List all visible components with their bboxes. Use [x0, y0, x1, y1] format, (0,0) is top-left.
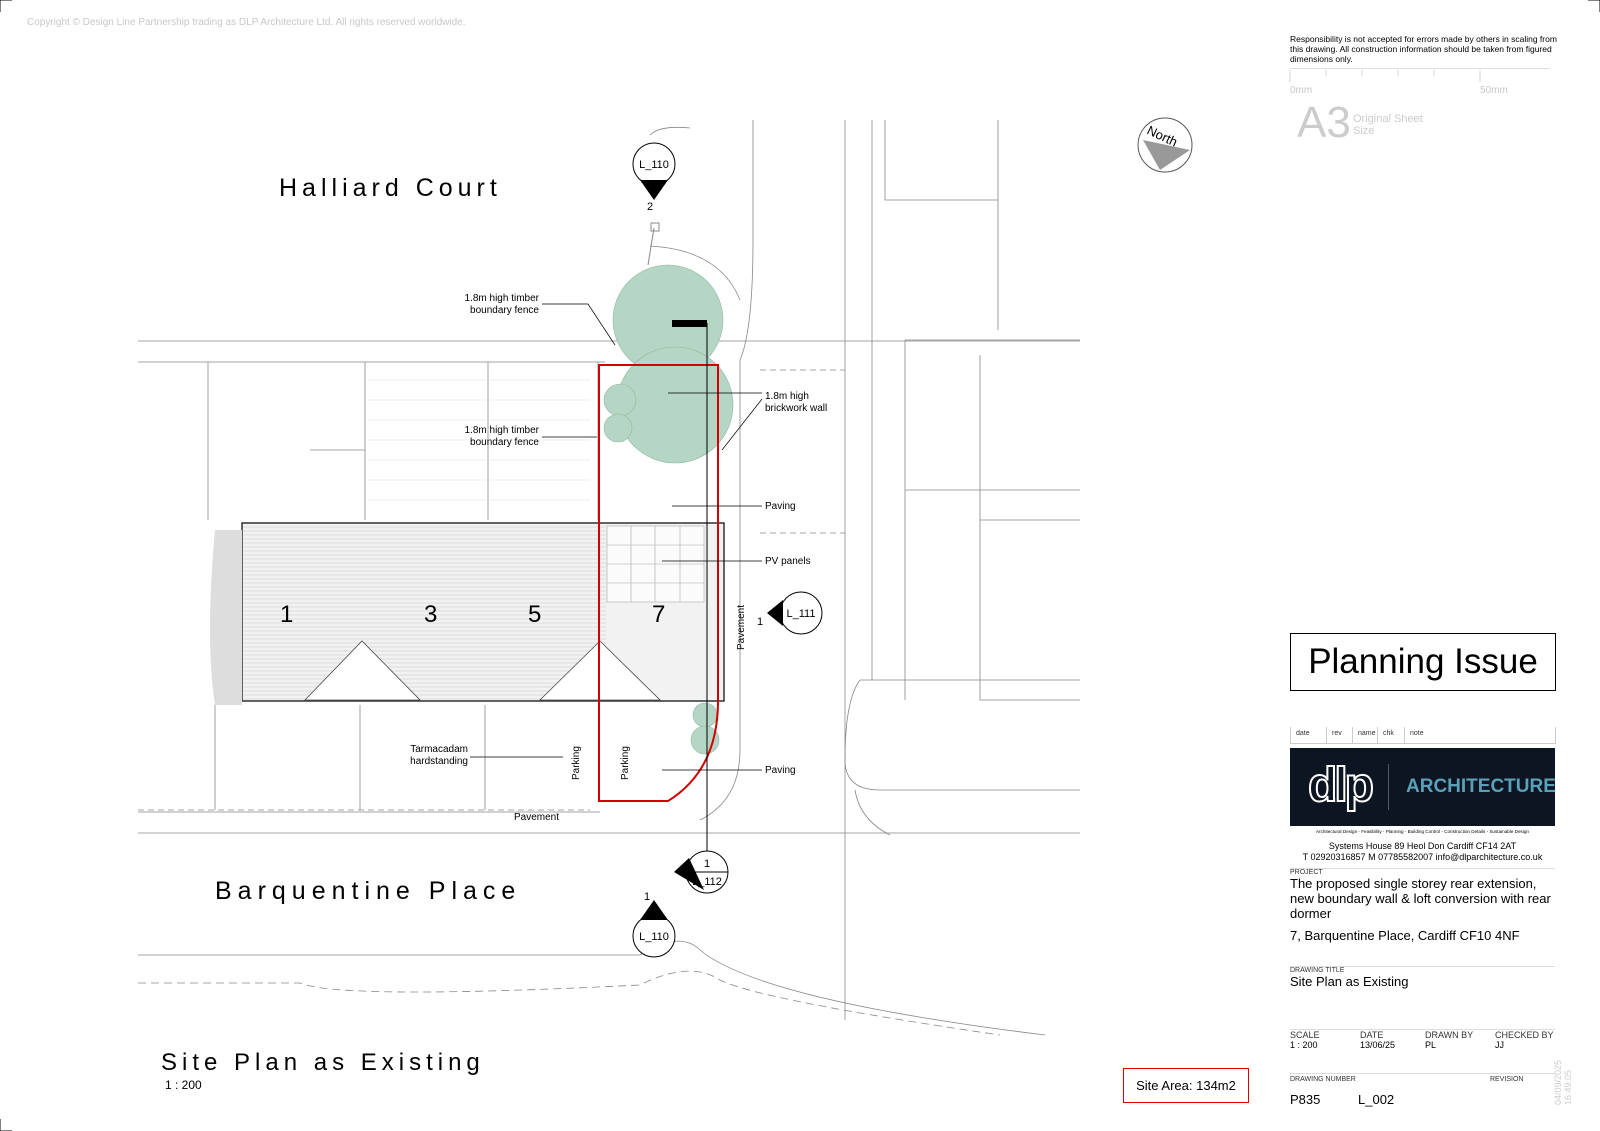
- street-barquentine-place: Barquentine Place: [215, 877, 521, 905]
- date-label: DATE: [1360, 1030, 1384, 1040]
- rev-header: rev: [1327, 727, 1353, 743]
- drawing-meta: SCALE DATE DRAWN BY CHECKED BY 1 : 200 1…: [1290, 1029, 1555, 1050]
- drawing-title-value: Site Plan as Existing: [1290, 974, 1409, 989]
- status-badge: Planning Issue: [1290, 633, 1556, 691]
- tree: [603, 264, 734, 755]
- checked-label: CHECKED BY: [1495, 1030, 1554, 1040]
- site-boundary: [598, 364, 719, 802]
- site-area: Site Area: 134m2: [1123, 1068, 1249, 1103]
- revision-table: date rev name chk note: [1290, 727, 1556, 744]
- svg-text:1: 1: [704, 858, 710, 870]
- logo-text: ARCHITECTURE: [1406, 776, 1556, 797]
- label-tarmac: Tarmacadam: [410, 744, 468, 755]
- svg-text:L_110: L_110: [639, 931, 669, 943]
- section-marker: L_110 1: [632, 891, 676, 958]
- project-section: PROJECT The proposed single storey rear …: [1290, 868, 1555, 943]
- svg-text:L_110: L_110: [639, 159, 669, 171]
- house-number: 7: [652, 601, 665, 628]
- label-paving: Paving: [765, 765, 796, 776]
- project-label: PROJECT: [1290, 869, 1323, 876]
- address: Systems House 89 Heol Don Cardiff CF14 2…: [1328, 841, 1517, 851]
- house-number: 1: [280, 601, 293, 628]
- project-description: The proposed single storey rear extensio…: [1290, 876, 1551, 921]
- label-fence: boundary fence: [470, 305, 539, 316]
- sheet-number: L_002: [1358, 1092, 1395, 1107]
- company-address: Systems House 89 Heol Don Cardiff CF14 2…: [1290, 841, 1555, 863]
- house-number: 3: [424, 601, 437, 628]
- date-value: 13/06/25: [1360, 1040, 1396, 1050]
- street-halliard-court: Halliard Court: [279, 174, 502, 202]
- scale-bar: 0mm 50mm: [1290, 68, 1550, 96]
- label-fence: 1.8m high timber: [465, 293, 540, 304]
- label-pv-panels: PV panels: [765, 556, 811, 567]
- drawing-number-label: DRAWING NUMBER: [1290, 1076, 1356, 1083]
- sheet-size-label: Original Sheet Size: [1353, 113, 1423, 137]
- section-marker: L_111 1: [757, 591, 823, 635]
- label-parking: Parking: [620, 746, 631, 780]
- project-number: P835: [1290, 1092, 1321, 1107]
- svg-text:1: 1: [757, 616, 763, 628]
- north-arrow: North: [1137, 117, 1193, 173]
- print-timestamp: 04/09/2025 16:49:05: [1553, 1059, 1573, 1105]
- site-address: 7, Barquentine Place, Cardiff CF10 4NF: [1290, 928, 1520, 943]
- section-marker: 1 L_112: [674, 850, 729, 894]
- svg-text:2: 2: [647, 201, 653, 213]
- label-parking: Parking: [571, 746, 582, 780]
- svg-text:L_111: L_111: [787, 608, 816, 620]
- pv-panels: [606, 525, 705, 603]
- label-brick-wall: 1.8m high: [765, 391, 809, 402]
- label-pavement-side: Pavement: [736, 605, 747, 650]
- dlp-logo: dlp ARCHITECTURE: [1290, 748, 1556, 826]
- label-brick-wall: brickwork wall: [765, 403, 827, 414]
- rev-header: chk: [1378, 727, 1405, 743]
- section-marker: L_110 2: [632, 142, 676, 213]
- scale-bar-start: 0mm: [1290, 85, 1313, 96]
- drawing-title-section: DRAWING TITLE Site Plan as Existing: [1290, 966, 1555, 989]
- scale-value: 1 : 200: [1290, 1040, 1318, 1050]
- sheet-size: A3: [1297, 98, 1351, 147]
- rev-header: name: [1353, 727, 1378, 743]
- label-tarmac: hardstanding: [410, 756, 468, 767]
- checked-value: JJ: [1495, 1040, 1504, 1050]
- scale-label: SCALE: [1290, 1030, 1320, 1040]
- drawing-number-section: DRAWING NUMBER REVISION P835 L_002: [1290, 1073, 1555, 1114]
- rev-header: note: [1410, 730, 1424, 737]
- scale-bar-end: 50mm: [1480, 85, 1508, 96]
- label-pavement-bottom: Pavement: [514, 812, 559, 823]
- drawing-title-label: DRAWING TITLE: [1290, 967, 1345, 974]
- tagline: Architectural Design - Feasibility - Pla…: [1316, 829, 1529, 834]
- drawn-label: DRAWN BY: [1425, 1030, 1474, 1040]
- logo-mark: dlp: [1307, 758, 1375, 813]
- contact: T 02920316857 M 07785582007 info@dlparch…: [1302, 852, 1543, 862]
- rev-header: date: [1291, 727, 1327, 743]
- house-number: 5: [528, 601, 541, 628]
- revision-label: REVISION: [1490, 1076, 1524, 1083]
- drawn-value: PL: [1425, 1040, 1437, 1050]
- disclaimer: Responsibility is not accepted for error…: [1290, 34, 1557, 64]
- drawing-title: Site Plan as Existing: [161, 1049, 485, 1076]
- svg-text:L_112: L_112: [692, 876, 722, 888]
- drawing-scale: 1 : 200: [165, 1078, 202, 1092]
- copyright-notice: Copyright © Design Line Partnership trad…: [27, 17, 466, 28]
- label-fence: boundary fence: [470, 437, 539, 448]
- label-fence: 1.8m high timber: [465, 425, 540, 436]
- svg-text:1: 1: [644, 891, 650, 903]
- label-paving: Paving: [765, 501, 796, 512]
